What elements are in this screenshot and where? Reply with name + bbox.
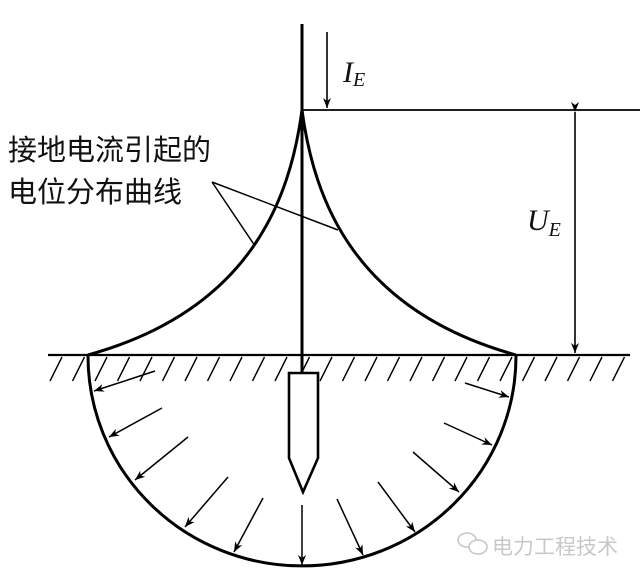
hatch-mark	[184, 356, 198, 382]
current-flow-arrow	[233, 497, 264, 553]
current-flow-arrow	[443, 422, 493, 446]
leader-line-left	[211, 181, 256, 247]
hatch-mark	[409, 356, 423, 382]
hatch-mark	[139, 356, 153, 382]
current-label: IE	[342, 56, 365, 91]
curve-label-line1: 接地电流引起的	[8, 133, 211, 167]
potential-curve-left	[87, 109, 304, 357]
hatch-mark	[161, 356, 176, 382]
curve-label-line2: 电位分布曲线	[8, 175, 182, 209]
hatch-mark	[319, 356, 333, 382]
hatch-mark	[386, 356, 401, 382]
hatch-mark	[589, 356, 603, 382]
hatch-mark	[251, 356, 266, 382]
current-flow-arrow	[108, 407, 163, 438]
hatch-mark	[229, 356, 243, 382]
current-flow-arrow	[134, 436, 189, 481]
potential-curve-right	[300, 109, 517, 357]
hatch-mark	[521, 356, 536, 382]
hatch-mark	[71, 356, 86, 382]
current-flow-arrow	[464, 382, 510, 398]
hatch-mark	[341, 356, 356, 382]
current-hemisphere	[86, 355, 518, 568]
hatch-mark	[499, 356, 513, 382]
hatch-mark	[364, 356, 378, 382]
hatch-mark	[454, 356, 468, 382]
hatch-mark	[49, 356, 63, 382]
hatch-mark	[94, 356, 108, 382]
hatch-mark	[544, 356, 558, 382]
watermark-text: 电力工程技术	[492, 535, 618, 559]
leader-line-right	[211, 181, 339, 231]
current-flow-arrow	[184, 476, 229, 528]
current-flow-arrow	[336, 498, 364, 556]
earth-electrode	[287, 371, 320, 496]
current-flow-arrows	[93, 370, 510, 565]
voltage-label: UE	[527, 204, 561, 241]
wechat-icon	[457, 532, 488, 555]
hatch-mark	[566, 356, 581, 382]
hatch-mark	[274, 356, 288, 382]
current-flow-arrow	[93, 370, 156, 392]
current-flow-arrow	[377, 481, 416, 533]
hatch-mark	[476, 356, 491, 382]
hatch-mark	[611, 356, 626, 382]
hatch-mark	[206, 356, 221, 382]
hatch-mark	[431, 356, 446, 382]
hatch-mark	[116, 356, 131, 382]
current-flow-arrow	[412, 451, 460, 493]
